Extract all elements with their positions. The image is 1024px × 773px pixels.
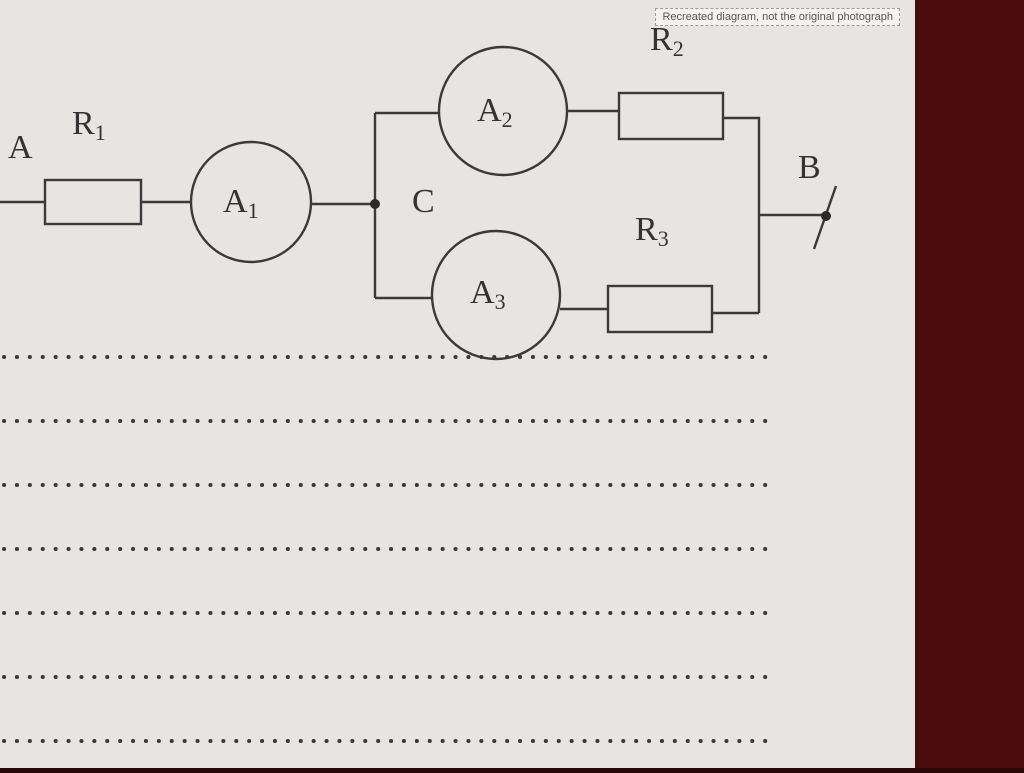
ammeter-a1 xyxy=(189,140,313,264)
label-a3: A3 xyxy=(470,274,506,314)
label-r1: R1 xyxy=(72,105,106,145)
wire-r2-right xyxy=(723,116,761,313)
circuit-diagram: A B C R1 R2 R3 A1 A2 A3 xyxy=(0,21,838,743)
label-a1: A1 xyxy=(223,183,259,223)
node-c-dot xyxy=(370,199,380,209)
label-terminal-b: B xyxy=(798,149,821,186)
textbook-page: A B C R1 R2 R3 A1 A2 A3 xyxy=(0,0,915,768)
resistor-r3 xyxy=(606,284,714,334)
page-edge-background xyxy=(915,0,1024,768)
resistor-r1 xyxy=(43,178,143,226)
label-terminal-a: A xyxy=(8,129,33,166)
label-r3: R3 xyxy=(635,211,669,251)
label-node-c: C xyxy=(412,183,435,220)
answer-lines xyxy=(2,355,776,743)
label-a2: A2 xyxy=(477,92,513,132)
terminal-b-dot xyxy=(821,211,831,221)
label-r2: R2 xyxy=(650,21,684,61)
recreation-disclaimer: Recreated diagram, not the original phot… xyxy=(655,8,900,26)
ammeter-a3 xyxy=(430,229,562,361)
resistor-r2 xyxy=(617,91,725,141)
